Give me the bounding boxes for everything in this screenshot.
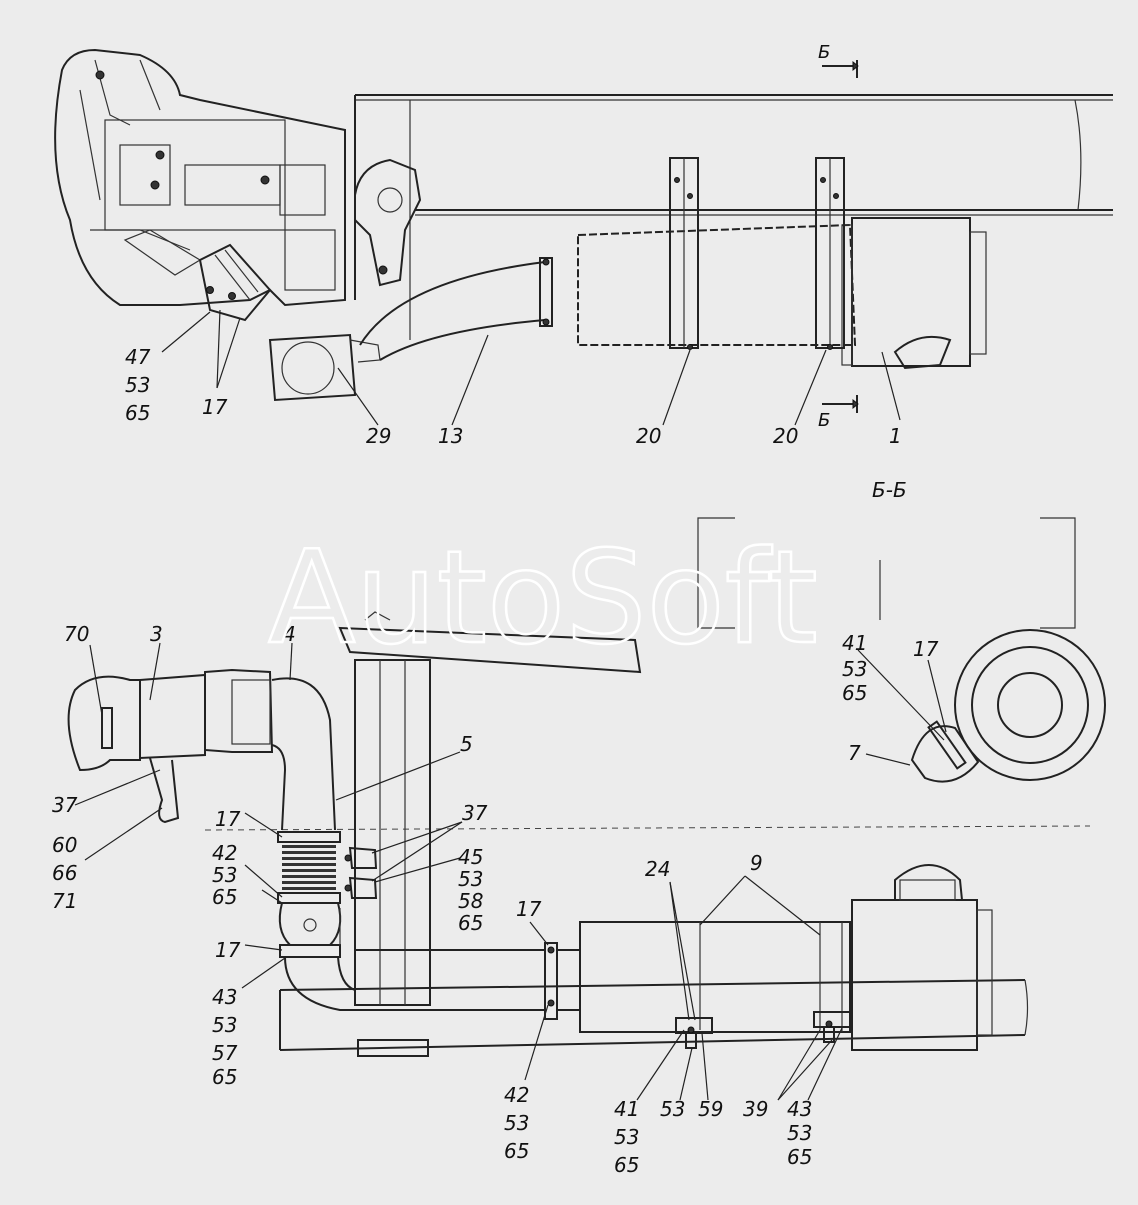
pipe-4 [271,677,336,831]
callout-53: 53 [614,1125,639,1149]
intake-elbow-70 [67,675,141,772]
callout-53: 53 [842,657,867,681]
air-filter-drawing [577,217,987,370]
leader-lines-top [161,309,901,426]
callout-17: 17 [913,637,939,661]
frame-bracket [354,158,422,287]
callout-65: 65 [614,1153,639,1177]
callout-53: 53 [458,867,483,891]
filter-inlet-pipe [355,942,581,1020]
callout-65: 65 [212,1065,237,1089]
callout-24: 24 [645,857,670,881]
callout-42: 42 [212,841,237,865]
frame-rail-side [279,979,1029,1051]
callout-65: 65 [842,681,867,705]
callout-71: 71 [52,889,77,913]
callout-17: 17 [215,938,241,962]
top-view: Б Б 47 53 65 17 29 13 20 20 1 [54,42,1113,448]
callout-60: 60 [52,833,77,857]
mounting-strap-20a [669,157,699,350]
callout-42: 42 [504,1083,529,1107]
section-view-b-b: Б-Б 41 53 65 17 7 [697,478,1106,783]
callout-53: 53 [125,373,150,397]
section-label-bottom: Б [818,410,830,431]
callout-53: 53 [212,1013,237,1037]
callout-5: 5 [460,732,473,756]
leader-lines-side [74,642,843,1101]
side-view: 70 3 4 5 37 60 66 71 17 42 53 65 17 43 5… [52,611,1091,1177]
pipe-3 [139,668,274,824]
callout-17: 17 [202,395,228,419]
callout-20: 20 [636,424,661,448]
callout-65: 65 [458,911,483,935]
filter-straps-side [675,922,851,1049]
callout-20: 20 [773,424,798,448]
callout-4: 4 [283,622,296,646]
frame-rail-top [354,94,1113,340]
clamp-37-45 [339,846,378,945]
callout-70: 70 [64,622,89,646]
callout-58: 58 [458,889,483,913]
callout-45: 45 [458,845,483,869]
callout-17: 17 [516,897,542,921]
section-label-top: Б [818,42,830,63]
intake-pipe-drawing [359,257,553,361]
callout-41: 41 [614,1097,639,1121]
engine-block-drawing [54,48,346,322]
callout-43: 43 [787,1097,812,1121]
callout-53: 53 [787,1121,812,1145]
callout-37: 37 [52,793,78,817]
callout-66: 66 [52,861,77,885]
callout-53: 53 [504,1111,529,1135]
outlet-pipe-7 [910,720,980,783]
mounting-strap-20b [815,157,845,350]
section-title: Б-Б [872,478,907,502]
air-filter-side [579,864,993,1051]
flange-29 [268,333,381,402]
section-mark-top: Б [818,42,859,78]
section-mark-bottom: Б [818,395,859,431]
callout-3: 3 [150,622,163,646]
callout-39: 39 [743,1097,768,1121]
callout-65: 65 [787,1145,812,1169]
callout-53: 53 [660,1097,685,1121]
callout-9: 9 [750,851,763,875]
callout-65: 65 [212,885,237,909]
filter-end-view [954,629,1106,781]
watermark: AutoSoft [268,524,818,673]
callout-37: 37 [462,801,488,825]
callout-13: 13 [438,424,463,448]
callout-1: 1 [889,424,902,448]
callout-53: 53 [212,863,237,887]
callout-65: 65 [125,401,150,425]
callout-7: 7 [848,741,861,765]
callout-43: 43 [212,985,237,1009]
corrugated-hose-drawing [277,831,356,1011]
hose-corrugations [282,845,336,890]
callout-65: 65 [504,1139,529,1163]
callout-59: 59 [698,1097,723,1121]
callout-29: 29 [366,424,391,448]
callout-47: 47 [125,345,151,369]
callout-17: 17 [215,807,241,831]
callout-41: 41 [842,631,867,655]
callout-57: 57 [212,1041,238,1065]
